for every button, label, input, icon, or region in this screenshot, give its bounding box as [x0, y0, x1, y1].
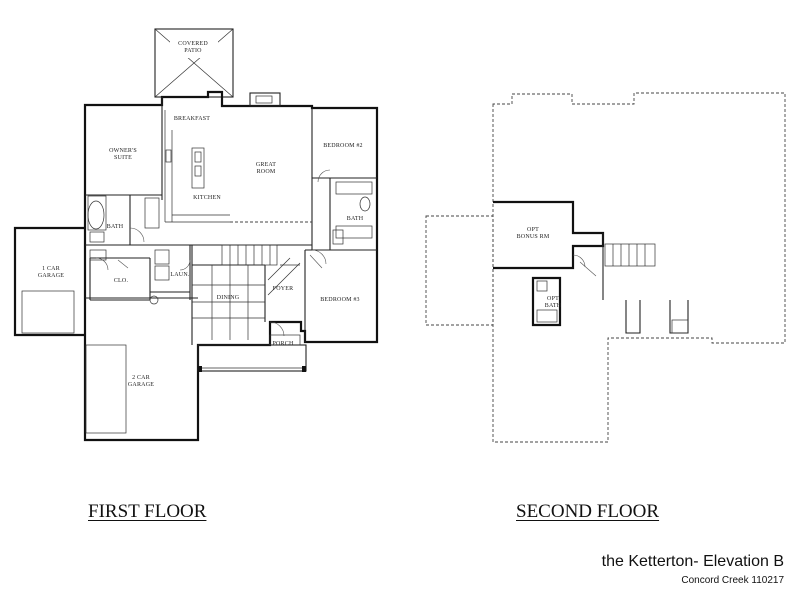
dining-ceiling-grid	[192, 265, 265, 340]
first-floor-heading: FIRST FLOOR	[88, 501, 207, 522]
covered-patio-label-1: COVERED	[178, 41, 208, 47]
second-floor-heading: SECOND FLOOR	[516, 501, 660, 522]
first-floor-plan: COVERED PATIO BREAKFAST OWNER'S SUITE GR…	[13, 28, 379, 442]
interior-walls	[85, 97, 377, 345]
two-car-garage-door	[85, 344, 127, 434]
bonus-room-label-2: BONUS RM	[517, 234, 550, 240]
optional-bath-label-2: BATH	[545, 303, 562, 309]
laundry-label: LAUN.	[170, 272, 189, 278]
dormer-wells	[625, 300, 689, 334]
hall-bath-fixtures	[332, 181, 373, 245]
second-floor-side-outline	[425, 215, 494, 326]
porch-step	[269, 334, 301, 346]
fireplace	[249, 92, 281, 107]
bedroom-2-label: BEDROOM #2	[323, 143, 363, 149]
optional-bath	[531, 254, 597, 327]
foyer-tile	[267, 257, 301, 296]
plan-community-code: Concord Creek 110217	[681, 575, 784, 586]
hall-bath-label: BATH	[347, 216, 364, 222]
second-floor-plan: OPT BONUS RM OPT BATH	[425, 92, 786, 443]
covered-patio-label-2: PATIO	[184, 48, 202, 54]
two-car-garage-label-2: GARAGE	[128, 382, 154, 388]
covered-patio	[154, 28, 234, 98]
breakfast-label: BREAKFAST	[174, 116, 210, 122]
owners-suite-label-1: OWNER'S	[109, 148, 137, 154]
two-car-garage-label-1: 2 CAR	[132, 375, 150, 381]
one-car-garage-label-1: 1 CAR	[42, 266, 60, 272]
kitchen-label: KITCHEN	[193, 195, 221, 201]
great-room-label-2: ROOM	[257, 169, 276, 175]
second-floor-roof-outline	[492, 92, 786, 443]
great-room-label-1: GREAT	[256, 162, 276, 168]
foyer-label: FOYER	[273, 286, 294, 292]
door-swings	[95, 169, 331, 337]
one-car-garage-label-2: GARAGE	[38, 273, 64, 279]
owners-suite-label-2: SUITE	[114, 155, 132, 161]
kitchen-fixtures	[164, 110, 312, 223]
porch-label: PORCH	[272, 341, 293, 347]
first-floor-room-labels: COVERED PATIO BREAKFAST OWNER'S SUITE GR…	[38, 41, 364, 388]
owner-bath-label: BATH	[107, 224, 124, 230]
second-floor-room-labels: OPT BONUS RM OPT BATH	[517, 227, 562, 309]
owner-bath-fixtures	[87, 195, 160, 243]
second-floor-stairs	[602, 233, 656, 300]
bonus-room-label-1: OPT	[527, 227, 539, 233]
closet-label: CLO.	[114, 278, 129, 284]
dining-label: DINING	[217, 295, 240, 301]
first-floor-stairs	[221, 244, 278, 266]
plan-title: the Ketterton- Elevation B	[601, 553, 784, 570]
porch	[197, 344, 307, 372]
bedroom-3-label: BEDROOM #3	[320, 297, 360, 303]
laundry-fixtures	[89, 249, 170, 305]
optional-bath-label-1: OPT	[547, 296, 559, 302]
one-car-garage	[13, 226, 85, 337]
